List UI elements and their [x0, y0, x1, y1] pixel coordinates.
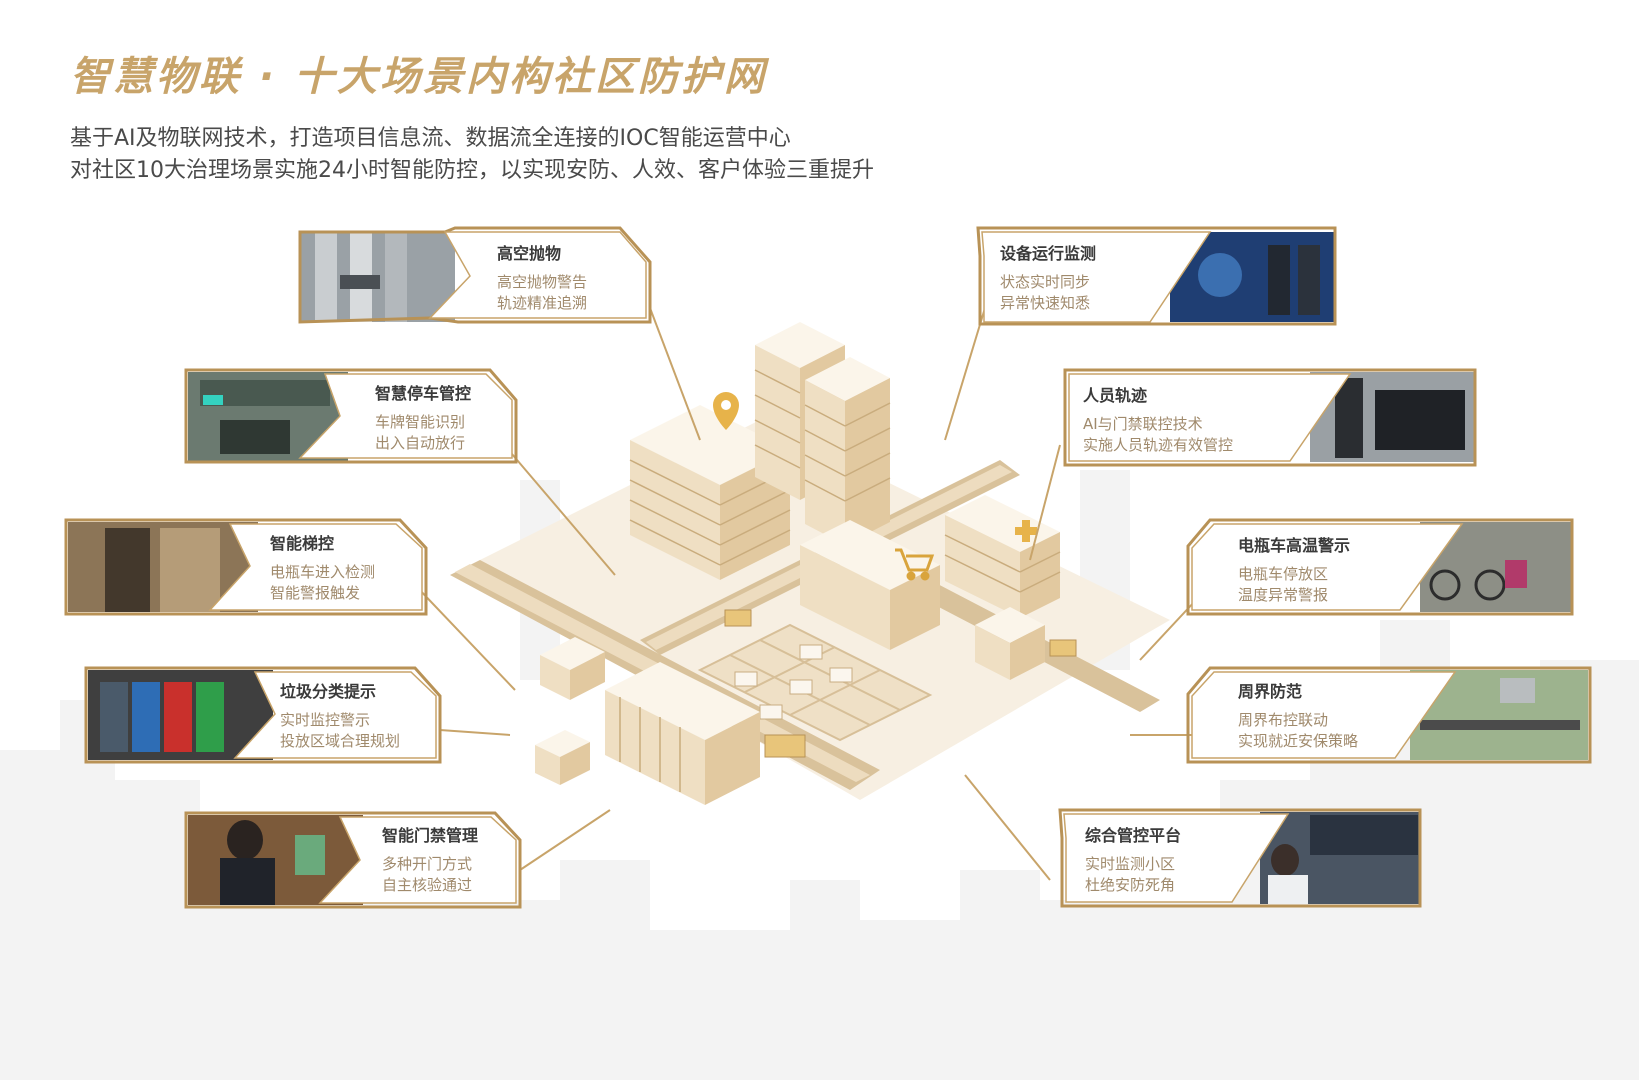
callout-line: 电瓶车停放区 — [1238, 565, 1329, 583]
mall-building — [800, 520, 940, 650]
page-title: 智慧物联 · 十大场景内构社区防护网 — [70, 54, 768, 100]
card-parking — [184, 368, 518, 464]
callout-title: 高空抛物 — [497, 244, 562, 263]
small-houses — [535, 607, 1045, 785]
car-icon — [220, 420, 290, 454]
callout-line: 车牌智能识别 — [375, 413, 466, 431]
callout-title: 智能梯控 — [270, 534, 335, 553]
security-camera-icon — [1500, 678, 1535, 703]
callout-line: 实时监控警示 — [280, 711, 371, 729]
callout-title: 智慧停车管控 — [375, 384, 472, 403]
callout-title: 周界防范 — [1238, 682, 1303, 701]
callout-line: 出入自动放行 — [375, 434, 466, 452]
callout-line: 实施人员轨迹有效管控 — [1083, 436, 1234, 454]
camera-icon — [340, 275, 380, 289]
callout-garbage: 垃圾分类提示 实时监控警示 投放区域合理规划 — [280, 678, 400, 752]
callout-title: 垃圾分类提示 — [280, 682, 377, 701]
callout-title: 智能门禁管理 — [382, 826, 479, 845]
card-elevator — [64, 518, 428, 616]
callout-line: AI与门禁联控技术 — [1083, 415, 1203, 433]
callout-platform: 综合管控平台 实时监测小区 杜绝安防死角 — [1085, 822, 1181, 896]
shopping-cart-icon — [895, 548, 935, 581]
card-ebike — [1186, 518, 1574, 616]
isometric-city — [450, 322, 1170, 805]
callout-line: 实时监测小区 — [1085, 855, 1176, 873]
callout-access: 智能门禁管理 多种开门方式 自主核验通过 — [382, 822, 478, 896]
callout-line: 状态实时同步 — [1000, 273, 1091, 291]
subtitle-line-1: 基于AI及物联网技术，打造项目信息流、数据流全连接的IOC智能运营中心 — [70, 126, 791, 151]
office-building-left — [629, 405, 791, 580]
subtitle-line-2: 对社区10大治理场景实施24小时智能防控，以实现安防、人效、客户体验三重提升 — [70, 158, 874, 183]
location-pin-icon — [713, 392, 739, 430]
callout-person: 人员轨迹 AI与门禁联控技术 实施人员轨迹有效管控 — [1083, 382, 1233, 456]
person-icon — [227, 820, 263, 860]
callout-title: 人员轨迹 — [1083, 386, 1148, 405]
video-wall-icon — [1310, 815, 1418, 855]
callout-equipment: 设备运行监测 状态实时同步 异常快速知悉 — [1000, 240, 1096, 314]
map-screen-icon — [1198, 253, 1242, 297]
callout-parking: 智慧停车管控 车牌智能识别 出入自动放行 — [375, 380, 471, 454]
card-access — [184, 811, 522, 909]
callout-line: 异常快速知悉 — [1000, 294, 1091, 312]
callout-title: 电瓶车高温警示 — [1238, 536, 1351, 555]
callout-line: 周界布控联动 — [1238, 711, 1329, 729]
callout-perimeter: 周界防范 周界布控联动 实现就近安保策略 — [1238, 678, 1358, 752]
callout-connectors — [414, 307, 1211, 881]
callout-line: 实现就近安保策略 — [1238, 732, 1359, 750]
face-terminal-icon — [1335, 378, 1363, 458]
card-perimeter — [1186, 666, 1592, 764]
callout-elevator: 智能梯控 电瓶车进入检测 智能警报触发 — [270, 530, 375, 604]
card-garbage — [84, 666, 442, 764]
card-equipment — [976, 226, 1337, 326]
card-person — [1063, 368, 1477, 467]
callout-line: 高空抛物警告 — [497, 273, 588, 291]
callout-title: 综合管控平台 — [1085, 826, 1182, 845]
front-building — [605, 662, 760, 805]
card-platform — [1058, 808, 1422, 908]
callout-line: 自主核验通过 — [382, 876, 473, 894]
callout-high-altitude: 高空抛物 高空抛物警告 轨迹精准追溯 — [497, 240, 587, 314]
card-high-altitude — [298, 226, 652, 324]
callout-title: 设备运行监测 — [1000, 244, 1097, 263]
recycle-bin-icon — [100, 682, 128, 752]
callout-ebike: 电瓶车高温警示 电瓶车停放区 温度异常警报 — [1238, 532, 1350, 606]
office-building-right — [944, 495, 1061, 618]
vehicles — [724, 609, 1077, 758]
callout-line: 杜绝安防死角 — [1085, 876, 1176, 894]
elevator-door-icon — [105, 528, 150, 612]
ebike-icon — [1429, 569, 1461, 601]
callout-line: 智能警报触发 — [270, 584, 361, 602]
parking-lot — [697, 623, 933, 742]
callout-line: 温度异常警报 — [1238, 586, 1329, 604]
tower-buildings — [754, 322, 891, 545]
medical-cross-icon — [1015, 520, 1037, 542]
callout-line: 多种开门方式 — [382, 855, 473, 873]
callout-line: 投放区域合理规划 — [280, 732, 401, 750]
callout-line: 电瓶车进入检测 — [270, 563, 376, 581]
callout-line: 轨迹精准追溯 — [497, 294, 588, 312]
